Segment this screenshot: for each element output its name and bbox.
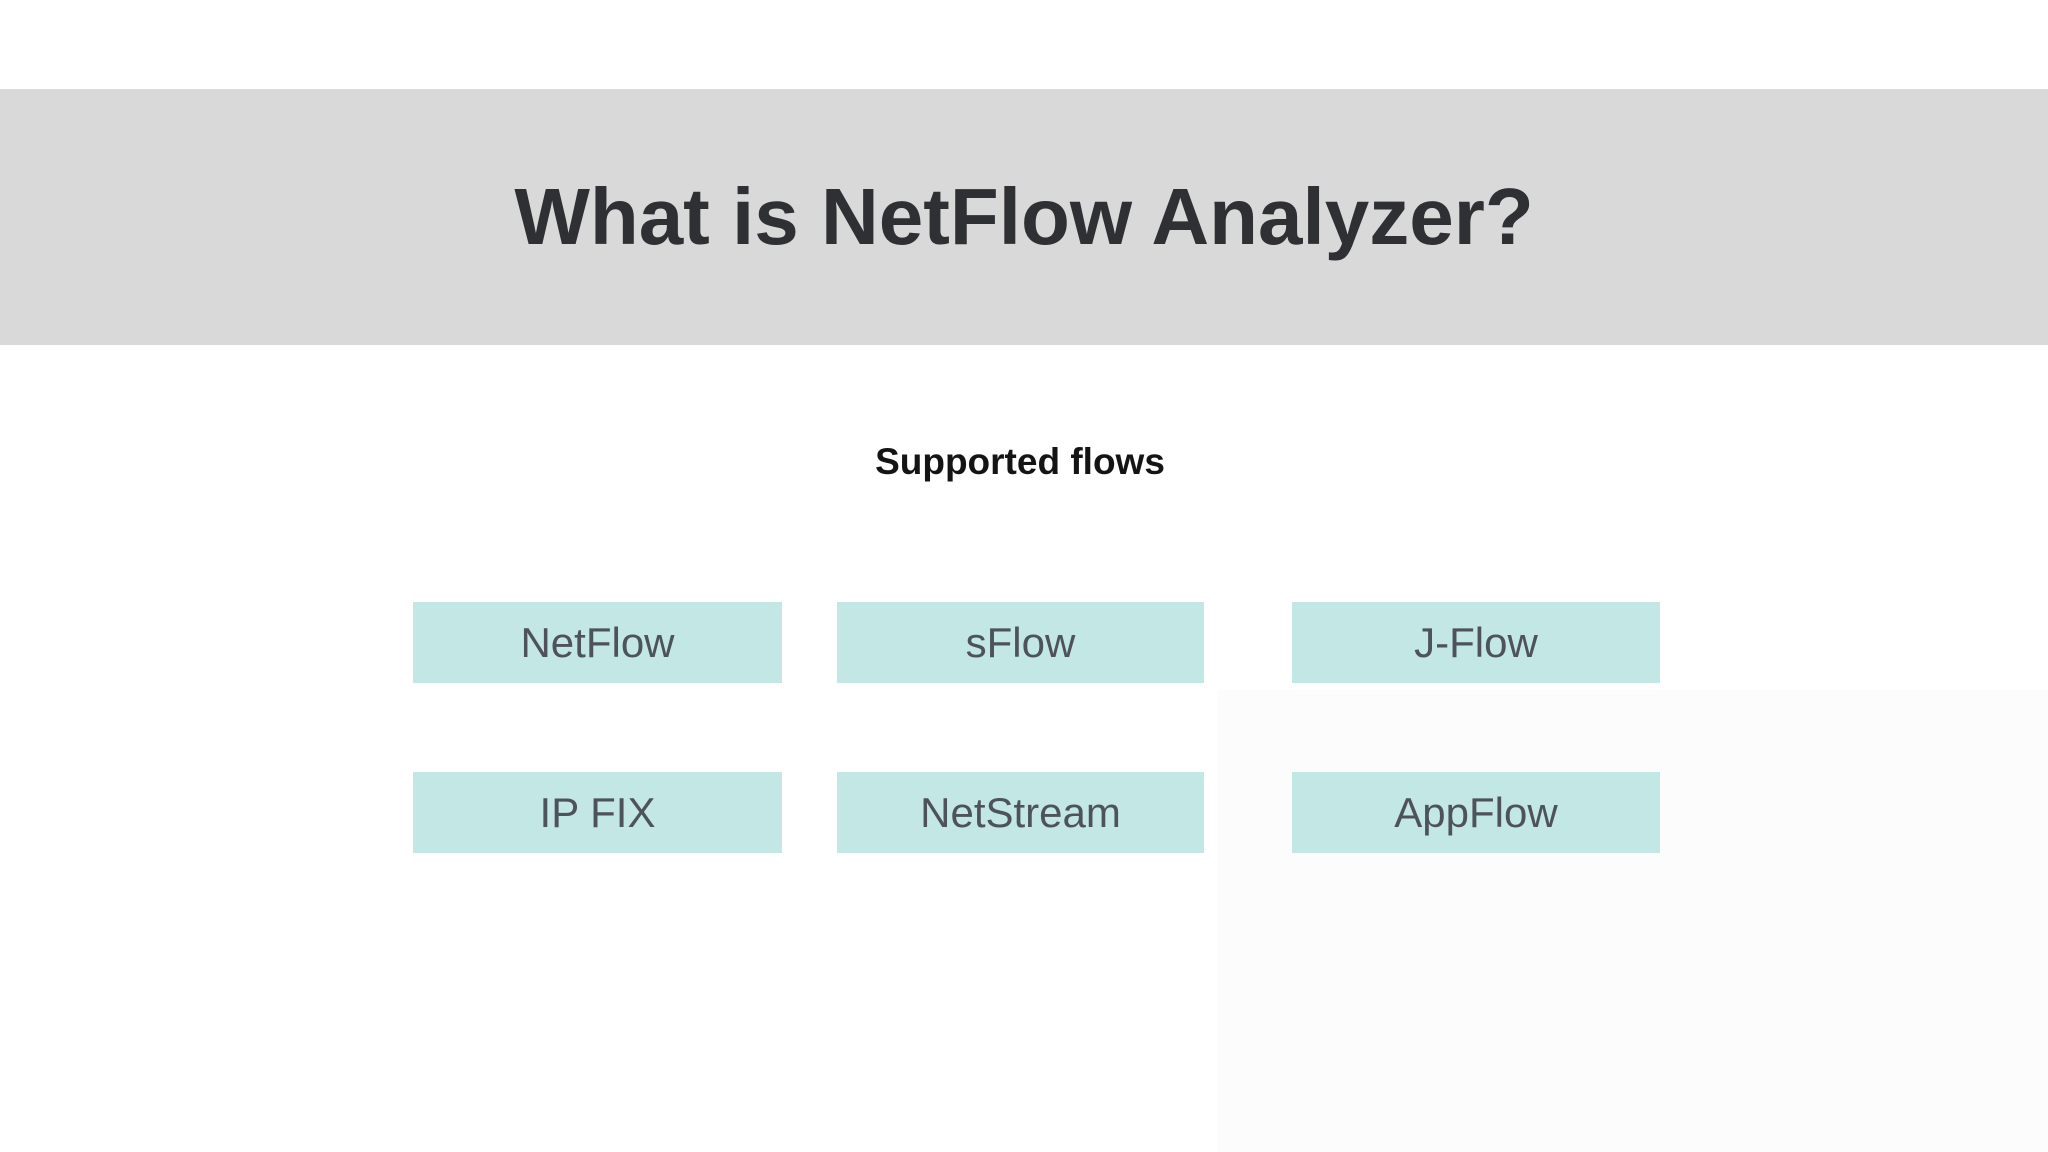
flow-box-sflow: sFlow bbox=[837, 602, 1204, 683]
background-shade bbox=[1217, 690, 2048, 1152]
flow-box-appflow: AppFlow bbox=[1292, 772, 1660, 853]
flow-box-netflow: NetFlow bbox=[413, 602, 782, 683]
section-heading: Supported flows bbox=[875, 441, 1165, 482]
page-title: What is NetFlow Analyzer? bbox=[514, 172, 1534, 261]
flow-box-netstream: NetStream bbox=[837, 772, 1204, 853]
flow-box-jflow: J-Flow bbox=[1292, 602, 1660, 683]
flow-box-ipfix: IP FIX bbox=[413, 772, 782, 853]
header-band: What is NetFlow Analyzer? bbox=[0, 89, 2048, 345]
